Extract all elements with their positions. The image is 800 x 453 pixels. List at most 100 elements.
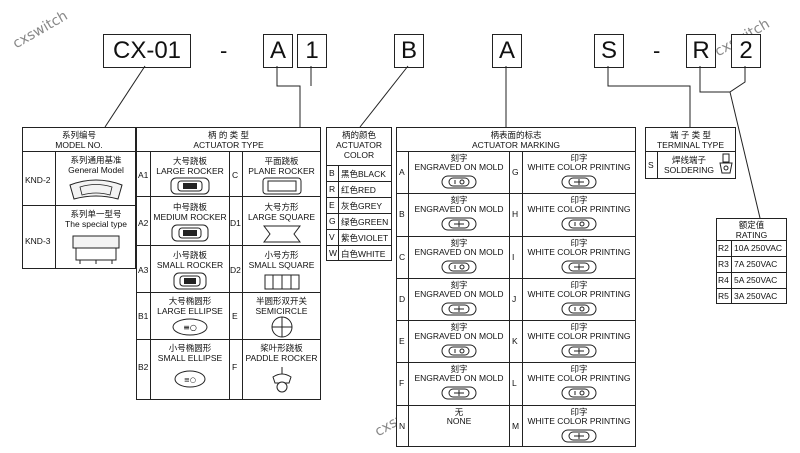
marking-code: K xyxy=(512,336,518,347)
type-code-c: C xyxy=(232,170,239,180)
color-label: 绿色GREEN xyxy=(341,217,389,227)
actuator-type-num: 1 xyxy=(305,37,319,64)
marking-label-en: ENGRAVED ON MOLD xyxy=(414,288,504,299)
terminal-table: 端 子 类 型 TERMINAL TYPE xyxy=(645,127,736,179)
marking-label-cn: 无 xyxy=(454,406,464,417)
marking-code: A xyxy=(399,167,405,177)
terminal-code-box: S xyxy=(594,34,624,68)
type-label-cn: 大号方形 xyxy=(264,202,299,212)
model-header-en: MODEL NO. xyxy=(55,140,103,150)
svg-text:≡○: ≡○ xyxy=(183,323,197,332)
actuator-type-header-en: ACTUATOR TYPE xyxy=(193,140,264,150)
rating-letter: R xyxy=(692,37,710,64)
printed-mark-icon xyxy=(561,386,597,400)
color-code: E xyxy=(329,200,335,210)
rating-value: 7A 250VAC xyxy=(734,259,778,269)
engraved-mark-icon xyxy=(441,344,477,358)
type-label-en: LARGE ELLIPSE xyxy=(157,306,223,316)
engraved-mark-icon xyxy=(441,302,477,316)
marking-code: D xyxy=(399,293,406,304)
type-code-a1: A1 xyxy=(138,170,149,180)
type-code-d1: D1 xyxy=(230,218,241,228)
type-code-a3: A3 xyxy=(138,265,149,275)
actuator-color-code: B xyxy=(400,37,417,64)
actuator-type-table: 柄 的 类 型 ACTUATOR TYPE xyxy=(136,127,321,400)
large-rocker-icon xyxy=(170,177,210,195)
marking-code: G xyxy=(512,167,519,177)
general-model-icon xyxy=(69,179,123,200)
marking-label-en: ENGRAVED ON MOLD xyxy=(414,331,504,342)
large-ellipse-icon: ≡○ xyxy=(172,318,208,336)
terminal-label-en: SOLDERING xyxy=(663,165,715,175)
rating-value: 10A 250VAC xyxy=(734,243,783,253)
color-code: W xyxy=(329,248,338,258)
marking-label-cn: 印字 xyxy=(570,153,588,163)
marking-label-en: WHITE COLOR PRINTING xyxy=(527,204,631,215)
marking-label-cn: 印字 xyxy=(570,237,588,248)
model-code-knd2: KND-2 xyxy=(25,175,51,185)
marking-label-en: ENGRAVED ON MOLD xyxy=(414,246,504,257)
marking-label-cn: 印字 xyxy=(570,406,588,417)
model-label-en: General Model xyxy=(68,165,124,175)
color-header-en1: ACTUATOR xyxy=(336,140,382,150)
rating-num-box: 2 xyxy=(731,34,761,68)
rating-header-en: RATING xyxy=(735,230,768,240)
marking-label-en: WHITE COLOR PRINTING xyxy=(527,415,631,426)
color-code: R xyxy=(329,184,336,194)
model-header-cn: 系列编号 xyxy=(61,130,96,140)
type-label-cn: 大号椭圆形 xyxy=(168,296,212,306)
type-label-cn: 小号跷板 xyxy=(172,250,207,260)
terminal-header-cn: 端 子 类 型 xyxy=(669,130,712,140)
rating-value: 3A 250VAC xyxy=(734,291,778,301)
marking-label-en: ENGRAVED ON MOLD xyxy=(414,373,504,384)
type-label-cn: 小号椭圆形 xyxy=(168,343,212,353)
type-code-b1: B1 xyxy=(138,311,149,321)
actuator-marking-code: A xyxy=(498,37,515,64)
color-header-en2: COLOR xyxy=(343,150,375,160)
large-square-icon xyxy=(263,225,301,243)
type-label-cn: 桨叶形跷板 xyxy=(260,343,303,353)
semicircle-icon xyxy=(271,316,293,338)
marking-code: L xyxy=(512,378,517,389)
color-code: G xyxy=(329,216,336,226)
marking-code: B xyxy=(399,209,405,220)
medium-rocker-icon xyxy=(171,224,209,242)
model-label-cn: 系列单一型号 xyxy=(70,209,122,219)
actuator-type-code-box: A xyxy=(263,34,293,68)
terminal-header-en: TERMINAL TYPE xyxy=(656,140,725,150)
marking-label-en: NONE xyxy=(446,415,472,426)
actuator-type-header-cn: 柄 的 类 型 xyxy=(207,130,250,140)
color-label: 灰色GREY xyxy=(341,201,383,211)
marking-label-en: WHITE COLOR PRINTING xyxy=(527,288,631,299)
solder-terminal-icon xyxy=(719,153,733,174)
printed-mark-icon xyxy=(561,260,597,274)
rating-header-cn: 额定值 xyxy=(738,220,765,230)
engraved-mark-icon xyxy=(441,260,477,274)
marking-code: H xyxy=(512,209,519,220)
marking-label-cn: 刻字 xyxy=(450,153,468,163)
color-label: 黑色BLACK xyxy=(341,169,386,179)
paddle-rocker-icon xyxy=(272,367,292,393)
marking-label-cn: 印字 xyxy=(570,195,588,206)
marking-label-cn: 印字 xyxy=(570,322,588,333)
marking-code: N xyxy=(399,420,406,431)
type-label-cn: 小号方形 xyxy=(264,250,299,260)
marking-header-cn: 柄表面的标志 xyxy=(490,130,542,140)
model-label-cn: 系列通用基准 xyxy=(70,155,122,165)
model-code-knd3: KND-3 xyxy=(25,236,51,246)
marking-label-en: ENGRAVED ON MOLD xyxy=(414,204,504,215)
rating-code: R5 xyxy=(718,291,729,301)
code-dash: - xyxy=(653,38,661,63)
actuator-marking-code-box: A xyxy=(492,34,522,68)
small-ellipse-icon: ≡○ xyxy=(174,370,206,388)
color-label: 紫色VIOLET xyxy=(341,233,389,243)
engraved-mark-icon xyxy=(441,386,477,400)
type-code-f: F xyxy=(232,362,238,372)
marking-label-cn: 刻字 xyxy=(450,279,468,290)
model-code: CX-01 xyxy=(112,37,182,64)
marking-code: F xyxy=(399,378,405,389)
rating-value: 5A 250VAC xyxy=(734,275,778,285)
plane-rocker-icon xyxy=(262,177,302,195)
terminal-label-cn: 焊线端子 xyxy=(671,155,706,165)
